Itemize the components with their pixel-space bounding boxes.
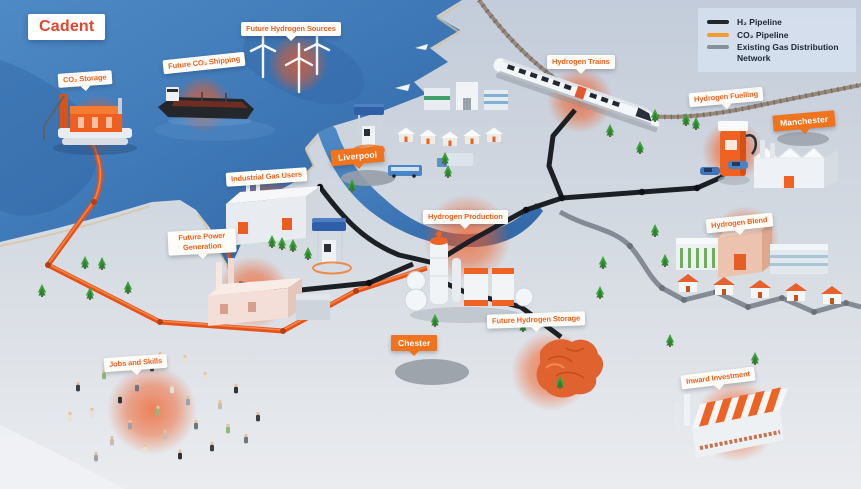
bus xyxy=(388,165,422,178)
legend-label: Existing Gas Distribution Network xyxy=(737,42,839,63)
legend-item-existing-gas: Existing Gas Distribution Network xyxy=(707,42,847,63)
legend-label: H₂ Pipeline xyxy=(737,17,782,27)
h2-pipeline-swatch xyxy=(707,20,729,24)
legend-item-co2-pipeline: CO₂ Pipeline xyxy=(707,30,847,41)
hydrogen-production-plant xyxy=(404,231,534,323)
industrial-gas-users-factory xyxy=(226,170,320,246)
label-future-hydrogen-sources: Future Hydrogen Sources xyxy=(241,22,341,41)
sea xyxy=(0,0,462,268)
manchester-buildings xyxy=(700,140,838,188)
label-future-power-generation: Future Power Generation xyxy=(167,228,237,256)
inward-investment-factory xyxy=(675,387,788,458)
river-mersey xyxy=(318,126,543,248)
hydrogen-train xyxy=(493,58,660,133)
legend-item-h2-pipeline: H₂ Pipeline xyxy=(707,17,847,28)
label-hydrogen-production: Hydrogen Production xyxy=(423,210,508,229)
co2-pipeline-swatch xyxy=(707,32,729,37)
cars xyxy=(700,161,748,175)
cadent-logo: Cadent xyxy=(28,14,106,40)
fuel-station-wirral xyxy=(312,218,352,275)
small-boats xyxy=(395,44,428,91)
hydrogen-storage-cavern xyxy=(536,339,604,398)
wind-turbines xyxy=(249,29,331,94)
city-ground-shadows xyxy=(341,132,829,385)
co2-storage-platform xyxy=(43,94,137,155)
liverpool-buildings xyxy=(353,82,508,178)
legend: H₂ Pipeline CO₂ Pipeline Existing Gas Di… xyxy=(698,8,856,72)
city-label-chester: Chester xyxy=(391,335,438,356)
power-generation-plant xyxy=(208,258,330,326)
legend-label: CO₂ Pipeline xyxy=(737,29,789,40)
existing-gas-swatch xyxy=(707,45,729,50)
co2-tanker-ship xyxy=(158,87,254,126)
label-hydrogen-trains: Hydrogen Trains xyxy=(547,55,615,74)
